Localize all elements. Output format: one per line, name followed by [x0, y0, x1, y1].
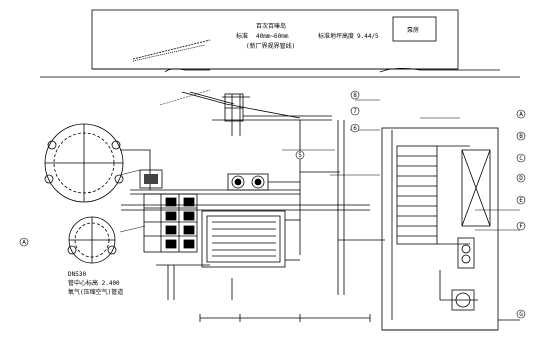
level-label: 标准地坪高度: [318, 32, 354, 40]
grid-bubble-r5: [516, 221, 526, 231]
grid-bubble-t1-label: 7: [353, 108, 357, 115]
right-grid-bubbles: [516, 109, 526, 319]
grid-bubble-t0-label: 8: [353, 92, 357, 99]
grid-bubble-r5-label: F: [519, 223, 523, 230]
gas-pipe-note: 氧气(压缩空气)管道: [68, 288, 123, 296]
grid-bubble-r3: [516, 173, 526, 183]
pump-room-box: [392, 16, 437, 42]
sedimentation-basin: [201, 210, 286, 268]
filter-block: [143, 193, 198, 253]
grid-bubble-r6: [516, 309, 526, 319]
level-value: 9.44/5: [357, 33, 379, 40]
header-line2-value: 40mm~60mm: [256, 33, 289, 40]
grid-bubble-r1-label: B: [519, 133, 523, 140]
grid-bubble-t3-label: 5: [298, 152, 302, 159]
grid-bubble-t2-label: 6: [353, 125, 357, 132]
grid-bubble-r3-label: D: [519, 175, 523, 182]
grid-bubble-r4-label: E: [519, 197, 523, 204]
grid-bubble-t2: [350, 123, 360, 133]
grid-bubble-t3: [295, 150, 305, 160]
grid-bubble-t1: [350, 106, 360, 116]
grid-bubble-label: A: [22, 239, 26, 246]
grid-bubble-r0: [516, 109, 526, 119]
pump-room-label: 泵房: [407, 26, 419, 34]
center-level-note: 管中心标高 2.400: [68, 279, 120, 287]
header-line2-left: 标准: [236, 32, 248, 40]
pump-pair: [227, 173, 269, 191]
header-line3: (新厂界规界管线): [246, 42, 295, 50]
grid-bubble-r4: [516, 195, 526, 205]
header-line1: 百次百嗪岛: [256, 22, 286, 30]
dn-label: DN530: [68, 271, 86, 278]
grid-bubble-r6-label: G: [519, 311, 523, 318]
grid-bubble-r2-label: C: [519, 155, 523, 162]
top-grid-bubbles: [295, 90, 360, 160]
grid-bubble-r0-label: A: [519, 111, 523, 118]
grid-bubble-r2: [516, 153, 526, 163]
grid-bubble: [19, 237, 29, 247]
grid-bubble-r1: [516, 131, 526, 141]
left-grid-bubbles: [19, 237, 29, 247]
grid-bubble-t0: [350, 90, 360, 100]
